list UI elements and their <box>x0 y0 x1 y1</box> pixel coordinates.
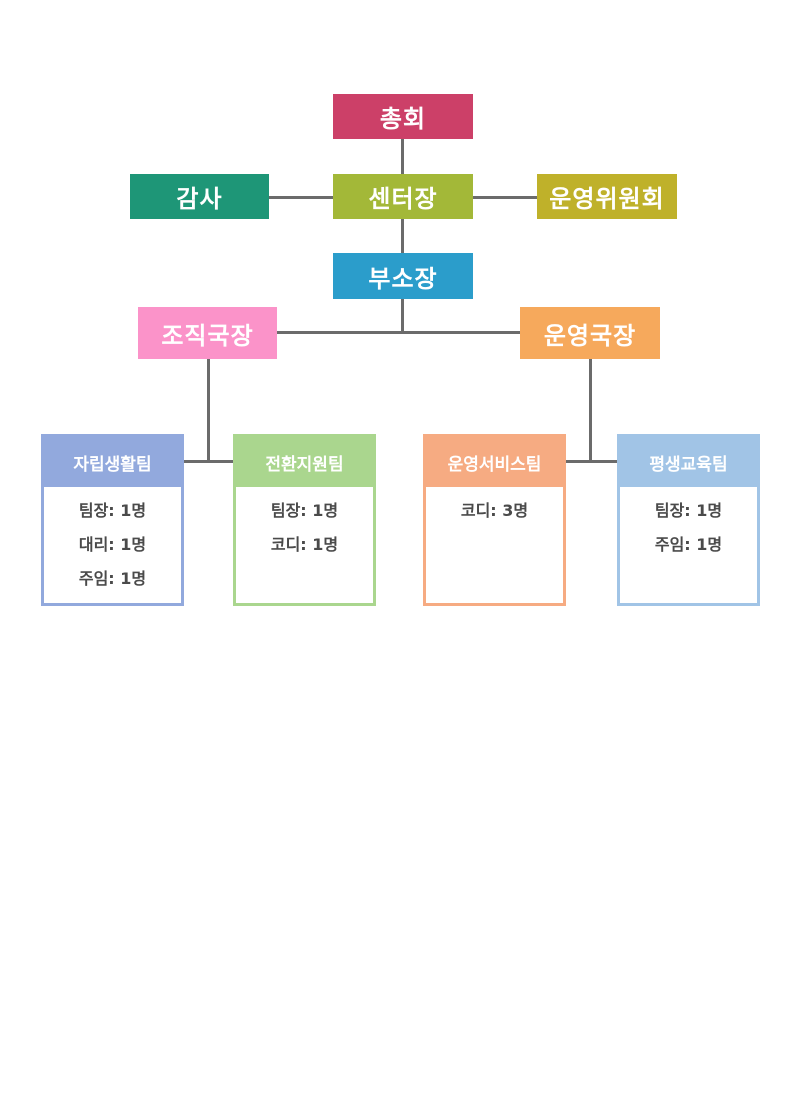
director-box: 센터장 <box>333 174 473 219</box>
connector-organization-down <box>207 358 210 462</box>
team-member-row: 팀장: 1명 <box>654 501 723 520</box>
team-card-independent-living: 자립생활팀 팀장: 1명 대리: 1명 주임: 1명 <box>41 434 184 606</box>
connector-director-deputy <box>401 218 404 254</box>
connector-auditor-director <box>268 196 334 199</box>
team-member-row: 주임: 1명 <box>78 569 147 588</box>
connector-assembly-director <box>401 138 404 175</box>
team-card-transition-support: 전환지원팀 팀장: 1명 코디: 1명 <box>233 434 376 606</box>
team-member-row: 대리: 1명 <box>78 535 147 554</box>
team-member-row: 코디: 1명 <box>270 535 339 554</box>
team-card-operation-service: 운영서비스팀 코디: 3명 <box>423 434 566 606</box>
team-card-lifelong-education: 평생교육팀 팀장: 1명 주임: 1명 <box>617 434 760 606</box>
organization-bureau-box: 조직국장 <box>138 307 277 359</box>
team-member-row: 코디: 3명 <box>460 501 529 520</box>
connector-teams-right <box>564 460 619 463</box>
team-title: 평생교육팀 <box>620 437 757 487</box>
team-member-row: 주임: 1명 <box>654 535 723 554</box>
connector-teams-left <box>183 460 234 463</box>
steering-committee-box: 운영위원회 <box>537 174 677 219</box>
team-member-row: 팀장: 1명 <box>78 501 147 520</box>
team-title: 전환지원팀 <box>236 437 373 487</box>
team-member-row: 팀장: 1명 <box>270 501 339 520</box>
auditor-box: 감사 <box>130 174 269 219</box>
connector-operations-down <box>589 358 592 462</box>
team-title: 운영서비스팀 <box>426 437 563 487</box>
connector-bureau-horizontal <box>276 331 521 334</box>
general-assembly-box: 총회 <box>333 94 473 139</box>
deputy-director-box: 부소장 <box>333 253 473 299</box>
connector-deputy-down <box>401 298 404 333</box>
team-title: 자립생활팀 <box>44 437 181 487</box>
connector-director-committee <box>472 196 538 199</box>
operations-bureau-box: 운영국장 <box>520 307 660 359</box>
